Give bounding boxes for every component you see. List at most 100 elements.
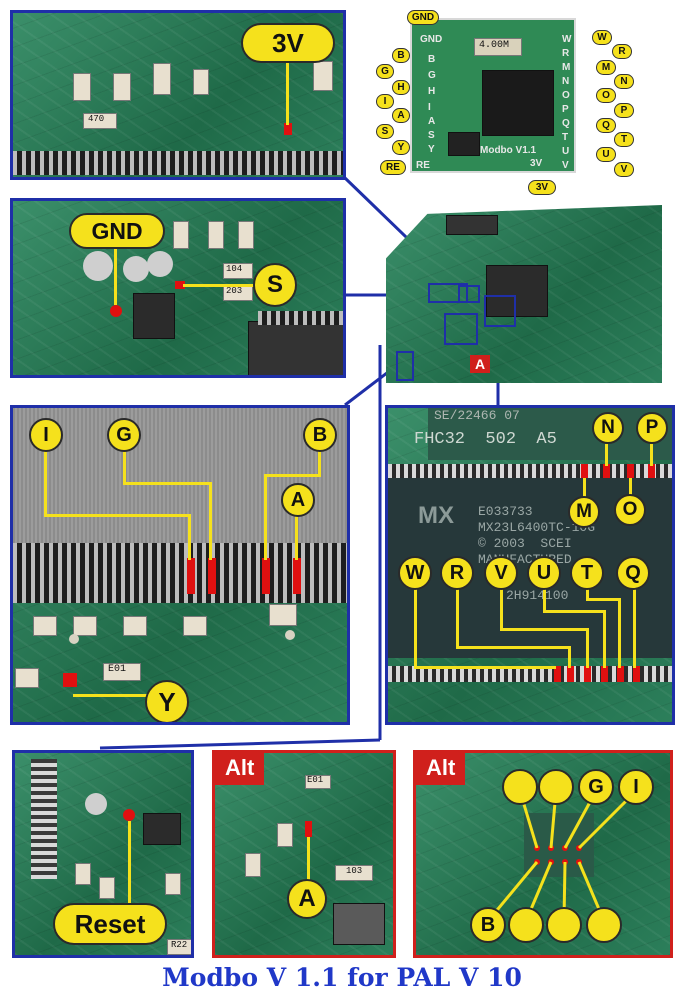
label-i: I: [29, 418, 63, 452]
panel-flash-chip: SE/22466 07 FHC32 502 A5 MX E033733 MX23…: [385, 405, 675, 725]
label-y: Y: [145, 680, 189, 722]
label-pin-u: U: [596, 147, 616, 162]
modchip-letter: I: [428, 102, 431, 113]
panel-gnd-s: 104 203 GND S: [10, 198, 346, 378]
label-n: N: [592, 412, 624, 444]
panel-cpu-pins: E01 I G B A Y: [10, 405, 350, 725]
label-u: U: [527, 556, 561, 590]
board-text: R22: [171, 940, 188, 950]
label-pin-m: M: [596, 60, 616, 75]
alt-tag: Alt: [215, 753, 265, 785]
modchip-re-letter: RE: [416, 160, 430, 171]
board-text: 103: [346, 866, 363, 876]
label-pin-o: O: [596, 88, 616, 103]
modchip-board: 4.00M GND RE Modbo V1.1 3V B G H I A S Y…: [410, 18, 576, 173]
alt-tag: Alt: [416, 753, 466, 785]
modchip-gnd-letter: GND: [420, 34, 443, 45]
label-pin-s: S: [376, 124, 394, 139]
unlabeled-pin-bubble: [502, 769, 538, 805]
label-pin-v: V: [614, 162, 634, 177]
modchip-letter: Q: [562, 118, 570, 129]
mx-logo: MX: [418, 502, 454, 529]
board-text: FHC32 502 A5: [414, 430, 557, 449]
board-text: E01: [108, 664, 127, 675]
modchip-letter: R: [562, 48, 570, 59]
label-r: R: [440, 556, 474, 590]
board-text: E01: [307, 775, 324, 785]
panel-reset: R22 Reset: [12, 750, 194, 958]
modchip-ic: [482, 70, 554, 136]
panel-alt-a: E01 103 Alt A: [212, 750, 396, 958]
crystal: 4.00M: [474, 38, 522, 56]
panel-3v: 470 3V: [10, 10, 346, 180]
modchip-letter: U: [562, 146, 570, 157]
modchip-letter: T: [562, 132, 569, 143]
label-gnd: GND: [69, 213, 165, 249]
modchip-letter: S: [428, 130, 435, 141]
label-pin-a: A: [392, 108, 410, 123]
label-p: P: [636, 412, 668, 444]
label-pin-n: N: [614, 74, 634, 89]
label-pin-i: I: [376, 94, 394, 109]
label-pin-w: W: [592, 30, 612, 45]
label-q: Q: [616, 556, 650, 590]
modchip-board-text: Modbo V1.1: [480, 145, 537, 156]
unlabeled-pin-bubble: [546, 907, 582, 943]
label-pin-re: RE: [380, 160, 406, 175]
mainboard-overview: A: [386, 205, 662, 383]
label-pin-h: H: [392, 80, 410, 95]
label-alt-b: B: [470, 907, 506, 943]
label-pin-t: T: [614, 132, 634, 147]
label-alt-g: G: [578, 769, 614, 805]
label-g: G: [107, 418, 141, 452]
modchip-3v-text: 3V: [530, 158, 543, 169]
modchip-letter: Y: [428, 144, 435, 155]
label-o: O: [614, 494, 646, 526]
regulator: [448, 132, 480, 156]
label-pin-b: B: [392, 48, 410, 63]
unlabeled-pin-bubble: [586, 907, 622, 943]
modchip-letter: W: [562, 34, 572, 45]
label-gnd-pin: GND: [407, 10, 439, 25]
modchip-letter: V: [562, 160, 569, 171]
modchip-letter: P: [562, 104, 569, 115]
chip-text: © 2003 SCEI: [478, 536, 572, 551]
label-pin-q: Q: [596, 118, 616, 133]
chip-text: E033733: [478, 504, 533, 519]
label-3v: 3V: [241, 23, 335, 63]
board-text: SE/22466 07: [434, 408, 520, 423]
label-v: V: [484, 556, 518, 590]
label-a: A: [281, 483, 315, 517]
label-pin-y: Y: [392, 140, 410, 155]
mainboard-marker-a: A: [470, 355, 490, 373]
label-b: B: [303, 418, 337, 452]
unlabeled-pin-bubble: [508, 907, 544, 943]
chip-text: MX23L6400TC-10G: [478, 520, 596, 535]
modchip-letter: A: [428, 116, 436, 127]
board-text: 104: [226, 264, 243, 274]
unlabeled-pin-bubble: [538, 769, 574, 805]
chip-text: 2H914100: [506, 588, 569, 603]
label-w: W: [398, 556, 432, 590]
label-reset: Reset: [53, 903, 167, 945]
panel-alt-gib: Alt G I B: [413, 750, 673, 958]
label-alt-i: I: [618, 769, 654, 805]
modchip-letter: H: [428, 86, 436, 97]
board-text: 470: [88, 114, 105, 124]
modchip-letter: G: [428, 70, 436, 81]
modchip-letter: N: [562, 76, 570, 87]
label-pin-p: P: [614, 103, 634, 118]
label-pin-r: R: [612, 44, 632, 59]
label-m: M: [568, 496, 600, 528]
label-t: T: [570, 556, 604, 590]
modchip-letter: B: [428, 54, 436, 65]
board-text: 203: [226, 286, 243, 296]
footer-title: Modbo V 1.1 for PAL V 10: [162, 963, 522, 992]
modchip-letter: O: [562, 90, 570, 101]
label-s: S: [253, 263, 297, 307]
modchip-letter: M: [562, 62, 571, 73]
label-pin-g: G: [376, 64, 394, 79]
crystal-text: 4.00M: [479, 40, 510, 51]
label-pin-3v: 3V: [528, 180, 556, 195]
label-alt-a: A: [287, 879, 327, 919]
